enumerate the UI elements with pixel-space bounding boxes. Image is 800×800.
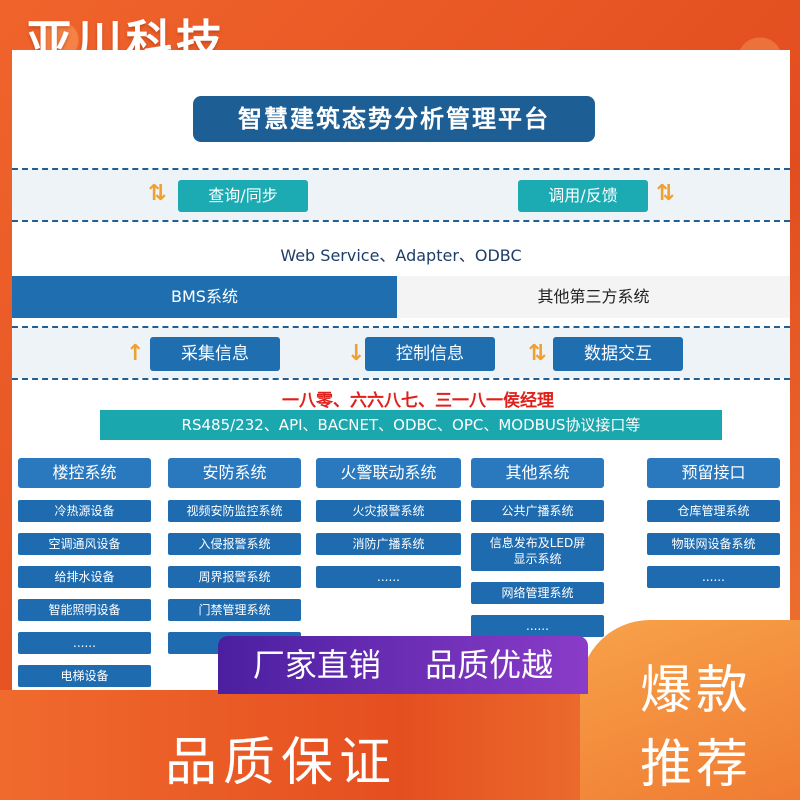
promo-quality-superior: 品质优越 — [425, 646, 554, 684]
column-item: 入侵报警系统 — [168, 533, 301, 555]
column-item: ...... — [316, 566, 461, 588]
column-item: 冷热源设备 — [18, 500, 151, 522]
column-item: 火灾报警系统 — [316, 500, 461, 522]
bms-system: BMS系统 — [12, 276, 397, 318]
dashed-divider — [12, 326, 790, 328]
column-item: ...... — [471, 615, 604, 637]
sync-box: 查询/同步 — [178, 180, 308, 212]
column-item: 物联网设备系统 — [647, 533, 780, 555]
up-down-arrow-icon: ⇅ — [148, 181, 167, 206]
promo-purple-banner: 厂家直销 品质优越 — [218, 636, 588, 694]
column-item: 消防广播系统 — [316, 533, 461, 555]
column-item: 公共广播系统 — [471, 500, 604, 522]
promo-quality-guarantee: 品质保证 — [165, 733, 398, 793]
column-item: 电梯设备 — [18, 665, 151, 687]
column-building-control: 楼控系统 冷热源设备 空调通风设备 给排水设备 智能照明设备 ...... 电梯… — [18, 458, 151, 687]
column-item: 给排水设备 — [18, 566, 151, 588]
column-header: 安防系统 — [168, 458, 301, 488]
contact-overlay-text: 一八零、六六八七、三一八一侯经理 — [282, 391, 554, 411]
column-item: 信息发布及LED屏 显示系统 — [471, 533, 604, 571]
column-item: 仓库管理系统 — [647, 500, 780, 522]
column-other-systems: 其他系统 公共广播系统 信息发布及LED屏 显示系统 网络管理系统 ...... — [471, 458, 604, 637]
column-item: 视频安防监控系统 — [168, 500, 301, 522]
promo-recommend: 推荐 — [640, 735, 753, 795]
column-header: 楼控系统 — [18, 458, 151, 488]
third-party-system: 其他第三方系统 — [397, 276, 790, 318]
column-reserved-interface: 预留接口 仓库管理系统 物联网设备系统 ...... — [647, 458, 780, 588]
down-arrow-icon: ↓ — [347, 341, 366, 366]
promo-hot-item: 爆款 — [640, 661, 753, 721]
column-item: 网络管理系统 — [471, 582, 604, 604]
column-item: 智能照明设备 — [18, 599, 151, 621]
column-item: 空调通风设备 — [18, 533, 151, 555]
column-item: 门禁管理系统 — [168, 599, 301, 621]
sync-band — [12, 170, 790, 220]
column-item: ...... — [18, 632, 151, 654]
column-item-line: 显示系统 — [513, 552, 562, 566]
column-item: ...... — [647, 566, 780, 588]
column-item: 周界报警系统 — [168, 566, 301, 588]
column-fire-alarm: 火警联动系统 火灾报警系统 消防广播系统 ...... — [316, 458, 461, 588]
promo-right-panel — [580, 620, 800, 800]
column-item-line: 信息发布及LED屏 — [489, 536, 586, 550]
protocols-top: Web Service、Adapter、ODBC — [280, 246, 522, 265]
call-box: 调用/反馈 — [518, 180, 648, 212]
collect-info-box: 采集信息 — [150, 337, 280, 371]
protocols-bottom: RS485/232、API、BACNET、ODBC、OPC、MODBUS协议接口… — [100, 410, 722, 440]
column-header: 预留接口 — [647, 458, 780, 488]
dashed-divider — [12, 378, 790, 380]
dashed-divider — [12, 220, 790, 222]
column-security: 安防系统 视频安防监控系统 入侵报警系统 周界报警系统 门禁管理系统 — [168, 458, 301, 654]
promo-factory-direct: 厂家直销 — [252, 646, 381, 684]
platform-title: 智慧建筑态势分析管理平台 — [193, 96, 595, 142]
exchange-box: 数据交互 — [553, 337, 683, 371]
column-header: 其他系统 — [471, 458, 604, 488]
column-header: 火警联动系统 — [316, 458, 461, 488]
up-down-arrow-icon: ⇅ — [528, 341, 547, 366]
up-down-arrow-icon: ⇅ — [656, 181, 675, 206]
control-info-box: 控制信息 — [365, 337, 495, 371]
up-arrow-icon: ↑ — [126, 341, 145, 366]
dashed-divider — [12, 168, 790, 170]
